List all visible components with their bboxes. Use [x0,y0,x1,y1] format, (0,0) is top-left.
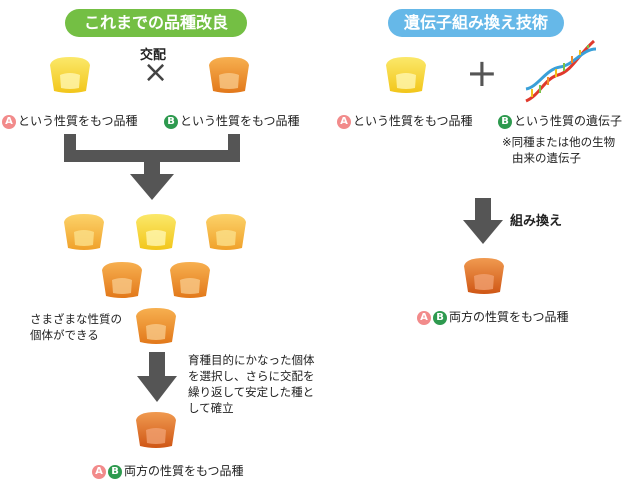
badge-a-icon: A [337,114,351,129]
badge-a-icon: A [92,464,106,479]
down-arrow-icon [463,198,503,244]
cross-icon: × [143,55,169,90]
merge-arrow-icon [64,134,240,200]
corn-kernel-icon [209,57,249,93]
corn-kernel-icon [50,57,90,93]
badge-b-icon: B [498,114,512,129]
badge-b-icon: B [108,464,122,479]
process-label: 組み換え [510,214,563,229]
badge-b-icon: B [433,310,447,325]
down-arrow-icon [137,352,177,402]
corn-kernel-icon [102,262,142,298]
corn-kernel-icon [386,57,426,93]
plus-icon: + [466,51,498,95]
badge-b-icon: B [164,114,178,129]
badge-a-icon: A [2,114,16,129]
selection-note: 育種目的にかなった個体 を選択し、さらに交配を 繰り返して安定した種と して確立 [188,353,315,415]
dna-helix-icon [525,39,597,103]
corn-kernel-icon [136,214,176,250]
left-panel-title: これまでの品種改良 [65,9,247,37]
corn-kernel-icon [464,258,504,294]
gene-note: ※同種または他の生物 由来の遺伝子 [502,135,616,165]
badge-a-icon: A [417,310,431,325]
cross-label: 交配 [140,48,167,63]
right-panel-title: 遺伝子組み換え技術 [388,9,564,37]
corn-kernel-icon [136,308,176,344]
corn-kernel-icon [64,214,104,250]
corn-kernel-icon [136,412,176,448]
corn-kernel-icon [206,214,246,250]
corn-kernel-icon [170,262,210,298]
variety-note: さまざまな性質の 個体ができる [30,312,122,342]
